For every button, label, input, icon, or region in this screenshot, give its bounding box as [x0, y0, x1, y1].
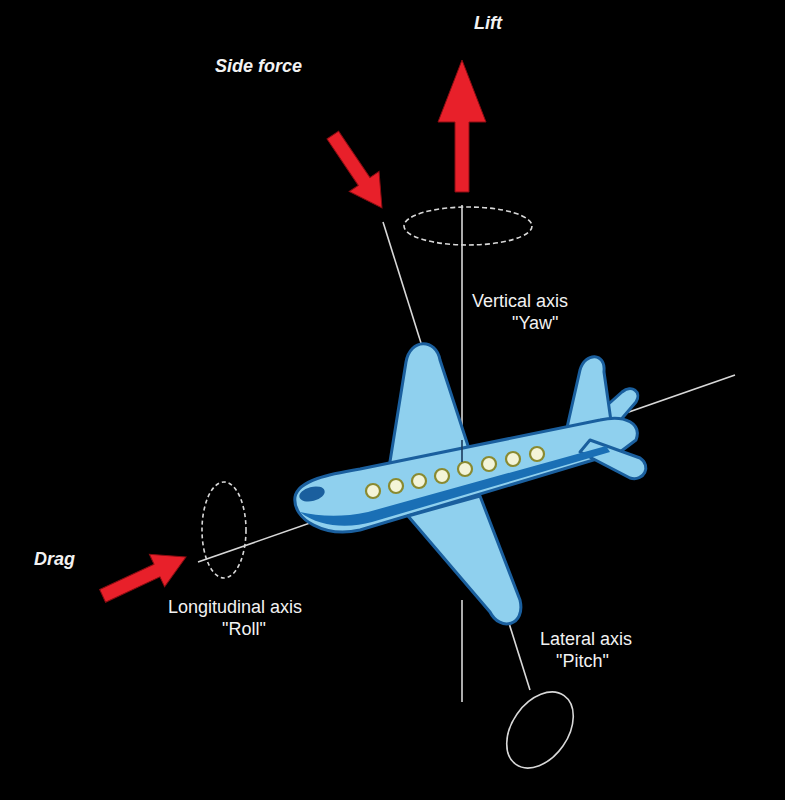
axis-label: Longitudinal axis — [168, 598, 302, 618]
yaw-axis-line — [461, 600, 463, 702]
near-wing — [408, 496, 521, 624]
windows — [366, 447, 544, 498]
force-label: Lift — [474, 14, 502, 34]
axis-label: "Roll" — [222, 620, 266, 640]
axis-label: Vertical axis — [472, 292, 568, 312]
axis-label: "Yaw" — [512, 314, 558, 334]
lift-arrow — [438, 60, 486, 192]
force-label: Side force — [215, 57, 302, 77]
yaw-rotation — [404, 207, 532, 245]
axis-label: Lateral axis — [540, 630, 632, 650]
yaw-axis-line — [461, 440, 463, 462]
force-label: Drag — [34, 550, 75, 570]
pitch-rotation — [493, 680, 587, 781]
axis-label: "Pitch" — [556, 652, 609, 672]
cockpit — [298, 484, 327, 504]
fuselage-stripe — [300, 446, 610, 526]
near-stabilizer — [580, 440, 646, 479]
side-force-arrow — [318, 125, 397, 218]
roll-rotation — [202, 482, 246, 578]
